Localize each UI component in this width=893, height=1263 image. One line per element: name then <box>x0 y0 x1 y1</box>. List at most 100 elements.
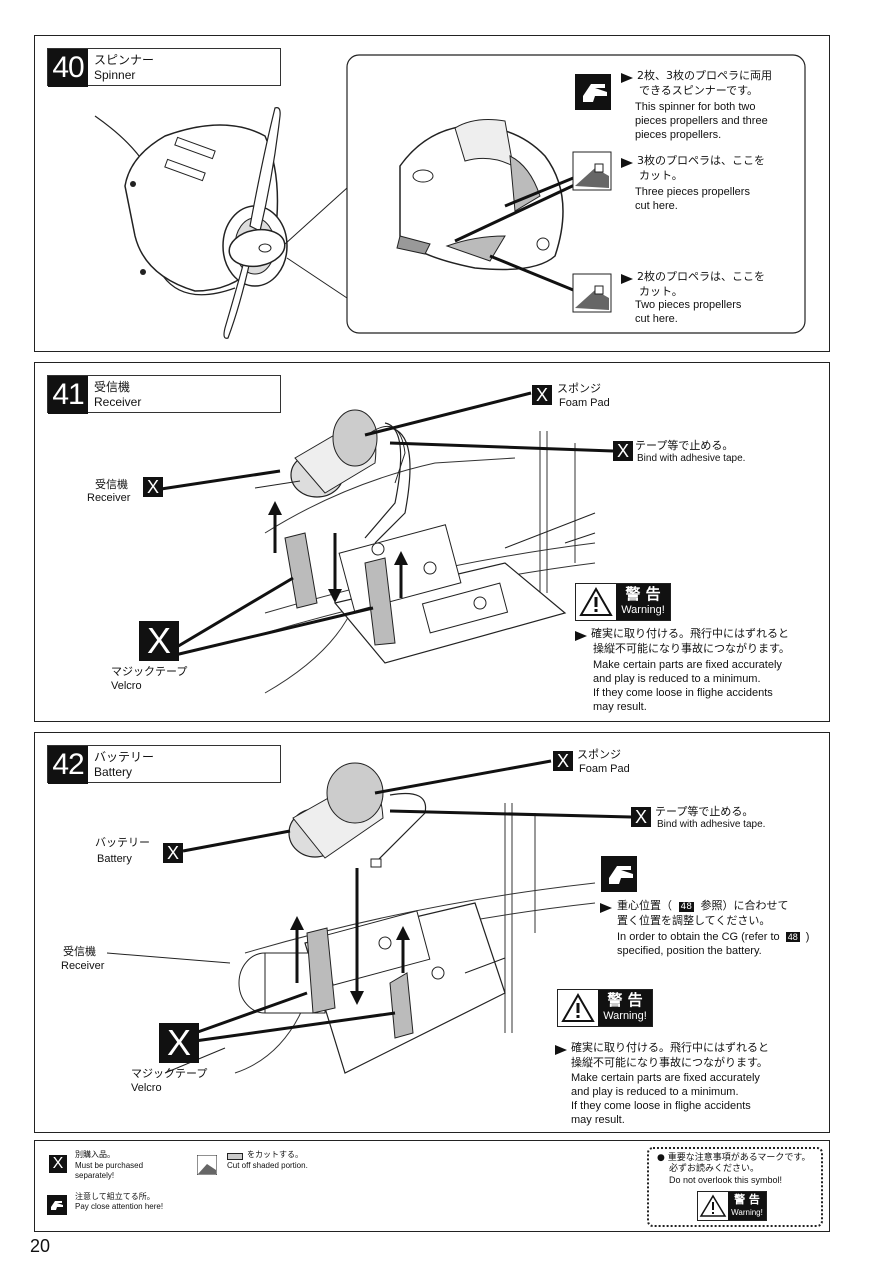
cg-jp-line1b: 参照）に合わせて <box>700 899 789 912</box>
note3-jp-line2: カット。 <box>639 285 683 298</box>
velcro-label-jp: マジックテープ <box>111 665 188 678</box>
step-42-panel: 42 バッテリー Battery <box>34 732 830 1133</box>
important-symbol-note: ● 重要な注意事項があるマークです。 必ずお読みください。 Do not ove… <box>647 1147 823 1227</box>
tape-label-jp: テープ等で止める。 <box>635 439 734 452</box>
step-number: 41 <box>48 376 88 414</box>
warning-jp: 警 告 <box>625 585 661 603</box>
step-title-jp: 受信機 <box>94 380 131 394</box>
note2-jp-line1: 3枚のプロペラは、ここを <box>637 154 765 167</box>
symbol-legend: X 別購入品。 Must be purchased separately! をカ… <box>34 1140 830 1232</box>
note2-en-line1: Three pieces propellers <box>635 186 750 198</box>
step-41-panel: 41 受信機 Receiver <box>34 362 830 722</box>
legend-cut-en: Cut off shaded portion. <box>227 1161 308 1170</box>
step-40-header: 40 スピンナー Spinner <box>47 48 281 87</box>
warning-jp-line1: 確実に取り付ける。飛行中にはずれると <box>591 627 789 640</box>
receiver-label-jp: 受信機 <box>95 478 128 491</box>
shaded-swatch-icon <box>227 1153 243 1160</box>
tape-label-en: Bind with adhesive tape. <box>657 819 766 830</box>
purchase-separately-icon: X <box>49 1155 67 1173</box>
receiver-label-en: Receiver <box>87 492 131 504</box>
warning-en-line2: and play is reduced to a minimum. <box>571 1086 739 1098</box>
warning-label: 警 告 Warning! <box>616 584 670 620</box>
velcro-label-en: Velcro <box>131 1082 162 1094</box>
cg-en-line1: In order to obtain the CG (refer to 48 ) <box>617 930 809 944</box>
step-title-en: Receiver <box>94 395 142 409</box>
warning-badge: 警 告 Warning! <box>575 583 671 621</box>
warning-en: Warning! <box>621 604 665 616</box>
foam-pad-label-jp: スポンジ <box>577 748 621 761</box>
legend-buy-en-2: separately! <box>75 1171 115 1180</box>
warning-jp-line2: 操縦不可能になり事故につながります。 <box>593 642 790 655</box>
page-number: 20 <box>30 1236 51 1256</box>
warning-en-line3: If they come loose in flighe accidents <box>593 687 773 699</box>
step-title-en: Battery <box>94 765 133 779</box>
step-42-header: 42 バッテリー Battery <box>47 745 281 784</box>
warning-en-line2: and play is reduced to a minimum. <box>593 673 761 685</box>
warning-jp: 警 告 <box>607 991 643 1009</box>
pointer-arrow-icon <box>575 631 587 641</box>
foam-pad-label-en: Foam Pad <box>579 763 630 775</box>
warning-jp: 警 告 <box>734 1193 760 1206</box>
warning-badge: 警 告 Warning! <box>557 989 653 1027</box>
note1-jp-line2: できるスピンナーです。 <box>639 84 759 97</box>
note1-en-line1: This spinner for both two <box>635 101 756 113</box>
spinner-illustration <box>94 54 806 339</box>
purchase-separately-icon: X <box>143 477 163 497</box>
pointer-arrow-icon <box>600 903 612 913</box>
warning-label: 警 告 Warning! <box>598 990 652 1026</box>
note3-en-line1: Two pieces propellers <box>635 299 742 311</box>
purchase-separately-icon: X <box>159 1023 199 1063</box>
warning-triangle-icon <box>579 586 613 616</box>
cg-en-line1b: ) <box>805 931 810 943</box>
foam-pad-label-jp: スポンジ <box>557 382 601 395</box>
battery-illustration <box>106 759 637 1074</box>
purchase-separately-icon: X <box>532 385 552 405</box>
warning-label: 警 告 Warning! <box>728 1192 766 1220</box>
legend-care-jp: 注意して組立てる所。 <box>75 1192 155 1201</box>
attention-hand-icon <box>47 1195 67 1215</box>
warning-badge: 警 告 Warning! <box>697 1191 767 1221</box>
velcro-label-en: Velcro <box>111 680 142 692</box>
cg-jp-line1a: 重心位置（ <box>617 899 672 912</box>
cg-jp-line1: 重心位置（ 48 参照）に合わせて <box>617 899 788 914</box>
step-41-header: 41 受信機 Receiver <box>47 375 281 414</box>
purchase-separately-icon: X <box>163 843 183 863</box>
note1-en-line2: pieces propellers and three <box>635 115 768 127</box>
cg-en-line2: specified, position the battery. <box>617 945 762 957</box>
legend-buy-en-1: Must be purchased <box>75 1161 144 1170</box>
note2-jp-line2: カット。 <box>639 169 683 182</box>
purchase-separately-icon: X <box>553 751 573 771</box>
note2-en-line2: cut here. <box>635 200 678 212</box>
tape-label-en: Bind with adhesive tape. <box>637 453 746 464</box>
legend-cut-jp: をカットする。 <box>247 1150 303 1159</box>
warning-en-line4: may result. <box>571 1114 625 1126</box>
battery-label-en: Battery <box>97 853 132 865</box>
step-40-panel: 40 スピンナー Spinner <box>34 35 830 352</box>
legend-care-en: Pay close attention here! <box>75 1202 164 1211</box>
legend-buy-jp: 別購入品。 <box>75 1150 115 1159</box>
note3-en-line2: cut here. <box>635 313 678 325</box>
warning-en: Warning! <box>731 1208 763 1217</box>
cg-en-line1a: In order to obtain the CG (refer to <box>617 931 780 943</box>
step-48-ref-badge: 48 <box>785 932 800 942</box>
warning-en: Warning! <box>603 1010 647 1022</box>
warning-triangle-icon <box>699 1194 727 1217</box>
pointer-arrow-icon <box>621 274 633 284</box>
pointer-arrow-icon <box>555 1045 567 1055</box>
step-number: 40 <box>48 49 88 87</box>
receiver-illustration <box>160 391 614 694</box>
receiver-label-jp: 受信機 <box>63 945 96 958</box>
warning-jp-line1: 確実に取り付ける。飛行中にはずれると <box>571 1041 769 1054</box>
warning-en-line3: If they come loose in flighe accidents <box>571 1100 751 1112</box>
pointer-arrow-icon <box>621 158 633 168</box>
warning-en-line1: Make certain parts are fixed accurately <box>593 659 782 671</box>
foam-pad-label-en: Foam Pad <box>559 397 610 409</box>
battery-label-jp: バッテリー <box>95 836 150 849</box>
warning-en-line1: Make certain parts are fixed accurately <box>571 1072 760 1084</box>
pointer-arrow-icon <box>621 73 633 83</box>
note1-en-line3: pieces propellers. <box>635 129 722 141</box>
purchase-separately-icon: X <box>631 807 651 827</box>
warning-en-line4: may result. <box>593 701 647 713</box>
note-jp-1: ● 重要な注意事項があるマークです。 <box>657 1153 811 1163</box>
note3-jp-line1: 2枚のプロペラは、ここを <box>637 270 765 283</box>
